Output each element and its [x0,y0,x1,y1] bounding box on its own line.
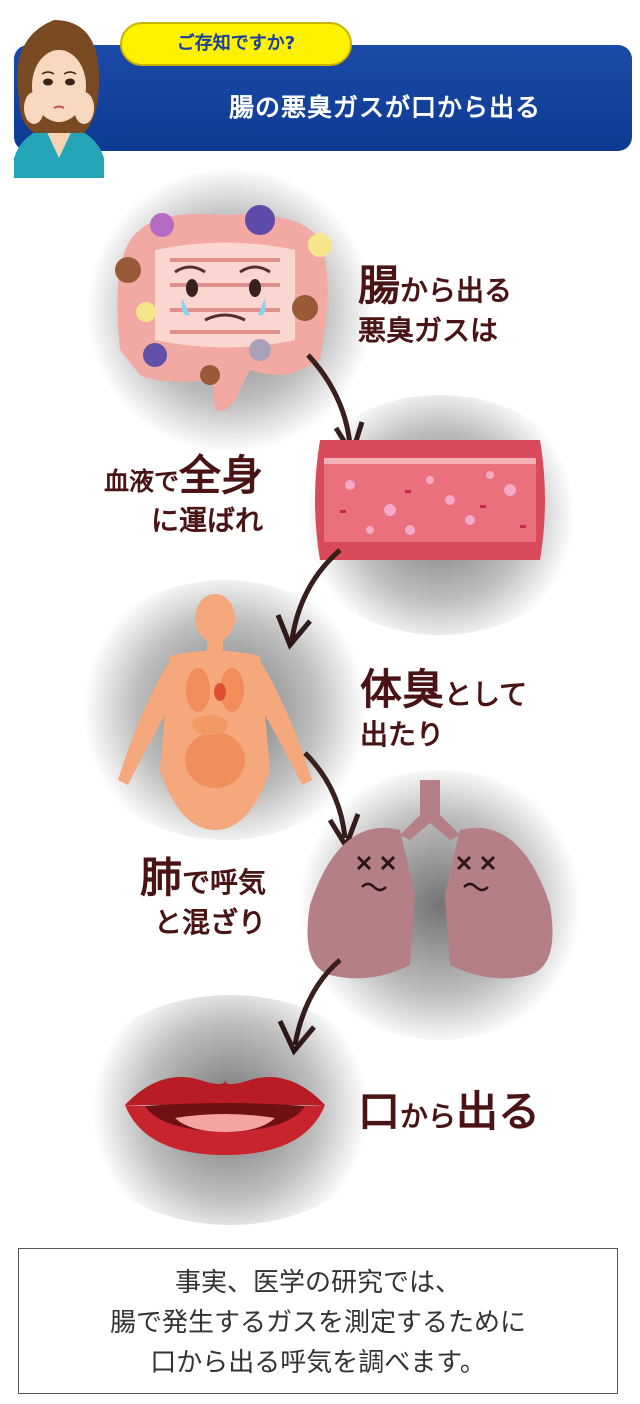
human-body-icon [118,594,312,830]
footer-line: 口から出る呼気を調べます。 [150,1348,486,1378]
step4-caption: 肺で呼気 と混ざり [140,852,266,940]
blood-vessel-icon [315,440,545,560]
step2-line2: に運ばれ [151,503,264,537]
step5-text: から [400,1100,457,1133]
step5-keyword1: 口 [358,1087,401,1136]
footer-line: 腸で発生するガスを測定するために [109,1308,526,1338]
header-title: 腸の悪臭ガスが口から出る [228,93,541,122]
step1-keyword: 腸 [358,261,401,310]
step3-keyword: 体臭 [360,665,445,714]
footer-line: 事実、医学の研究では、 [174,1268,461,1298]
step2-caption: 血液で全身 に運ばれ [104,450,263,538]
step5-caption: 口から出る [358,1086,540,1139]
step4-text: で呼気 [182,866,267,899]
step1-caption: 腸から出る 悪臭ガスは [358,260,512,348]
step1-text: から出る [400,274,513,307]
footer-note: 事実、医学の研究では、 腸で発生するガスを測定するために 口から出る呼気を調べま… [18,1248,618,1394]
intestine-icon [115,205,332,411]
step4-keyword: 肺 [140,853,183,902]
woman-avatar-icon [14,20,104,178]
step1-line2: 悪臭ガスは [358,313,499,347]
step3-caption: 体臭として 出たり [360,664,527,752]
step2-keyword: 全身 [179,451,264,500]
step3-line2: 出たり [360,717,445,751]
step4-line2: と混ざり [154,905,267,939]
lips-icon [125,1077,325,1155]
step2-prefix: 血液で [104,467,180,496]
lungs-icon [307,780,553,979]
header-badge: ご存知ですか? [120,22,352,66]
step5-keyword2: 出る [456,1087,541,1136]
step3-text: として [444,678,528,711]
